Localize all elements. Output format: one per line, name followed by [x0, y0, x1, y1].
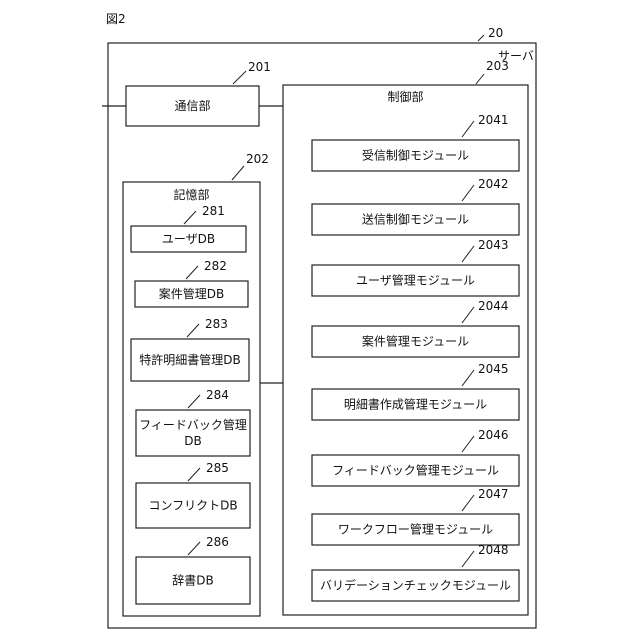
module-ref-2047: 2047 [478, 487, 509, 501]
module-label-2042: 送信制御モジュール [362, 212, 469, 227]
db-box-284 [136, 410, 250, 456]
module-ref-2042: 2042 [478, 177, 509, 191]
db-label-281: ユーザDB [162, 232, 215, 246]
module-ref-2044: 2044 [478, 299, 509, 313]
db-label-285: コンフリクトDB [148, 499, 237, 513]
module-ref-2041: 2041 [478, 113, 509, 127]
module-ref-2048: 2048 [478, 543, 509, 557]
figure-label: 図2 [106, 12, 126, 26]
module-label-2041: 受信制御モジュール [362, 148, 469, 163]
db-ref-282: 282 [204, 259, 227, 273]
module-label-2045: 明細書作成管理モジュール [344, 397, 487, 412]
module-ref-2046: 2046 [478, 428, 509, 442]
db-ref-286: 286 [206, 535, 229, 549]
module-ref-2043: 2043 [478, 238, 509, 252]
control-ref: 203 [486, 59, 509, 73]
module-label-2043: ユーザ管理モジュール [356, 273, 475, 288]
db-ref-284: 284 [206, 388, 229, 402]
module-label-2048: バリデーションチェックモジュール [320, 578, 511, 593]
comm-label: 通信部 [174, 98, 210, 113]
server-ref: 20 [488, 26, 503, 40]
comm-ref: 201 [248, 60, 271, 74]
db-label-283: 特許明細書管理DB [139, 352, 240, 367]
db-ref-281: 281 [202, 204, 225, 218]
module-label-2047: ワークフロー管理モジュール [338, 522, 493, 537]
db-ref-285: 285 [206, 461, 229, 475]
server-ref-leader [478, 35, 484, 41]
db-label-284: DB [184, 434, 201, 448]
storage-label: 記憶部 [173, 187, 209, 202]
storage-ref: 202 [246, 152, 269, 166]
db-label-282: 案件管理DB [159, 286, 224, 301]
db-label-286: 辞書DB [172, 573, 213, 588]
module-ref-2045: 2045 [478, 362, 509, 376]
module-label-2046: フィードバック管理モジュール [332, 463, 499, 478]
module-label-2044: 案件管理モジュール [362, 334, 469, 349]
db-label-284: フィードバック管理 [139, 417, 247, 432]
control-label: 制御部 [387, 89, 423, 104]
db-ref-283: 283 [205, 317, 228, 331]
